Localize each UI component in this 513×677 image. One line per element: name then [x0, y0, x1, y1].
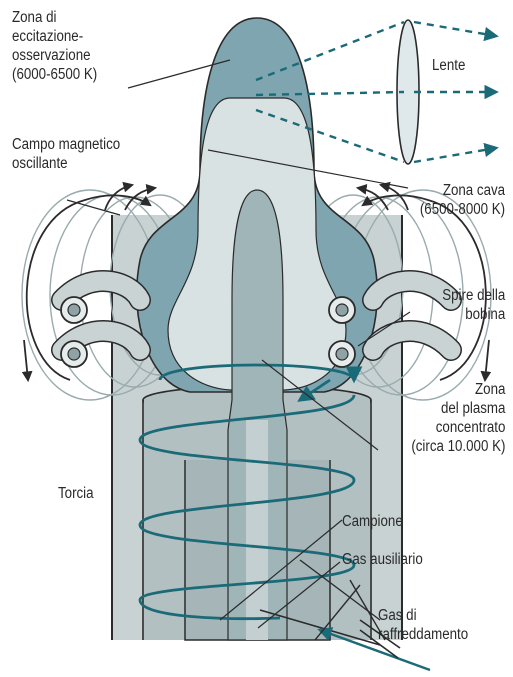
label-lens: Lente [432, 56, 465, 75]
label-torch: Torcia [58, 484, 94, 503]
channel-highlight [246, 420, 268, 640]
label-excitation-zone: Zona di eccitazione- osservazione (6000-… [12, 8, 97, 84]
label-magnetic-field: Campo magnetico oscillante [12, 135, 120, 173]
label-cooling-gas: Gas di raffreddamento [378, 606, 468, 644]
label-coil-turns: Spire della bobina [442, 286, 505, 324]
label-concentrated-plasma: Zona del plasma concentrato (circa 10.00… [411, 380, 505, 456]
label-hollow-zone: Zona cava (6500-8000 K) [420, 181, 505, 219]
label-auxiliary-gas: Gas ausiliario [342, 550, 423, 569]
label-sample: Campione [342, 512, 403, 531]
